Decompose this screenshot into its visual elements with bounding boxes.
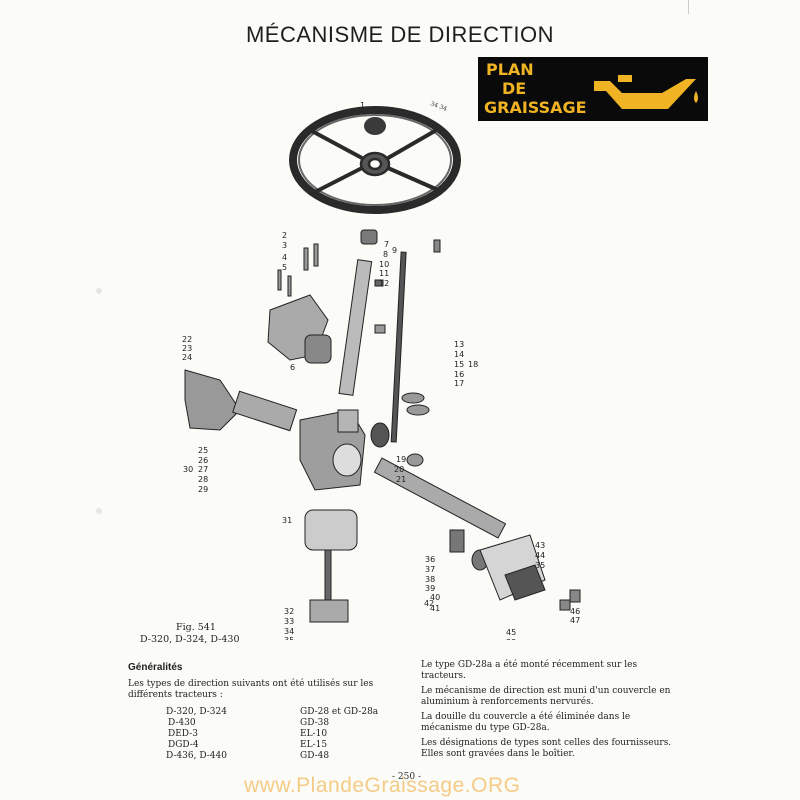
- left-column: Généralités Les types de direction suiva…: [128, 662, 418, 762]
- type-cell: EL-15: [300, 740, 328, 750]
- tractor-cell: D-436, D-440: [166, 751, 227, 761]
- callout-label: 13: [454, 340, 464, 349]
- figure-models: D-320, D-324, D-430: [140, 634, 240, 645]
- binder-hole: [96, 508, 102, 514]
- callout-label: 43: [535, 541, 545, 550]
- callout-label: 31: [282, 516, 292, 525]
- tractor-cell: DED-3: [168, 729, 198, 739]
- table-row: DED-3 EL-10: [128, 729, 418, 740]
- callout-label: 44: [535, 551, 545, 560]
- callout-label: 32: [284, 607, 294, 616]
- type-cell: GD-28 et GD-28a: [300, 707, 379, 717]
- paragraph: La douille du couvercle a été éliminée d…: [421, 712, 631, 733]
- housing-and-arm: [184, 369, 366, 623]
- callout-label: 21: [396, 475, 406, 484]
- callout-label: 37: [425, 565, 435, 574]
- steering-wheel: [289, 106, 461, 214]
- callout-label: 40: [430, 593, 440, 602]
- paragraph: Le type GD-28a a été monté récemment sur…: [421, 660, 638, 681]
- callout-label: 35: [284, 636, 294, 640]
- callout-label: 20: [394, 465, 404, 474]
- callout-label: 26: [198, 456, 208, 465]
- callout-label: 7: [384, 240, 389, 249]
- type-table: D-320, D-324 GD-28 et GD-28a D-430 GD-38…: [128, 707, 418, 762]
- binder-hole: [96, 288, 102, 294]
- callout-label: 47: [570, 616, 580, 625]
- callout-label: 22: [182, 335, 192, 344]
- callout-label: 3: [282, 241, 287, 250]
- callout-label: 38: [425, 575, 435, 584]
- tractor-cell: D-430: [168, 718, 196, 728]
- callout-label: 29: [198, 485, 208, 494]
- figure-caption: Fig. 541 D-320, D-324, D-430: [140, 622, 240, 646]
- page-number: - 250 -: [392, 772, 421, 782]
- table-row: D-436, D-440 GD-48: [128, 751, 418, 762]
- paragraph: Les désignations de types sont celles de…: [421, 738, 672, 759]
- callout-label: 8: [383, 250, 388, 259]
- column-assembly: [338, 229, 441, 467]
- exploded-steering-diagram: 34 34: [182, 100, 581, 640]
- table-row: D-320, D-324 GD-28 et GD-28a: [128, 707, 418, 718]
- page-title: MÉCANISME DE DIRECTION: [245, 22, 555, 47]
- callout-label: 23: [182, 344, 192, 353]
- callout-label: 25: [198, 446, 208, 455]
- oil-can-icon: [594, 75, 698, 109]
- callout-label: 46: [570, 607, 580, 616]
- callout-label: 10: [379, 260, 389, 269]
- callout-label: 27: [198, 465, 208, 474]
- callout-label: 11: [379, 269, 389, 278]
- tractor-cell: DGD-4: [168, 740, 199, 750]
- worm-shaft-and-cover: [373, 457, 581, 611]
- table-row: DGD-4 EL-15: [128, 740, 418, 751]
- site-watermark[interactable]: www.PlandeGraissage.ORG: [244, 774, 521, 797]
- wheel-marking: 34 34: [429, 100, 448, 113]
- right-column: Le type GD-28a a été monté récemment sur…: [421, 660, 683, 764]
- callout-label: 2: [282, 231, 287, 240]
- plan-de-graissage-badge[interactable]: PLAN DE GRAISSAGE: [478, 57, 708, 121]
- callout-label: 35: [535, 561, 545, 570]
- callout-label: 33: [284, 617, 294, 626]
- badge-line-3: GRAISSAGE: [484, 98, 587, 117]
- callout-label: 9: [392, 246, 397, 255]
- callout-label: 28: [198, 475, 208, 484]
- callout-label: 34: [284, 627, 294, 636]
- horn-button: [364, 117, 386, 135]
- badge-line-1: PLAN: [486, 60, 534, 79]
- callout-label: 15: [454, 360, 464, 369]
- callout-label: 14: [454, 350, 464, 359]
- badge-line-2: DE: [502, 79, 527, 98]
- callout-label: 41: [430, 604, 440, 613]
- callout-label: 6: [290, 363, 295, 372]
- callout-label: 1: [360, 101, 365, 110]
- tractor-cell: D-320, D-324: [166, 707, 227, 717]
- callout-label: 42: [424, 599, 434, 608]
- callout-label: 33: [506, 638, 516, 640]
- intro-paragraph: Les types de direction suivants ont été …: [128, 679, 374, 700]
- page-edge-mark: [688, 0, 689, 14]
- callout-label: 30: [183, 465, 193, 474]
- table-row: D-430 GD-38: [128, 718, 418, 729]
- callout-label: 4: [282, 253, 287, 262]
- type-cell: GD-48: [300, 751, 330, 761]
- figure-number: Fig. 541: [176, 622, 216, 633]
- badge-text: PLAN DE GRAISSAGE: [484, 60, 587, 117]
- callout-label: 17: [454, 379, 464, 388]
- type-cell: GD-38: [300, 718, 330, 728]
- type-cell: EL-10: [300, 729, 328, 739]
- callout-label: 5: [282, 263, 287, 272]
- callout-label: 16: [454, 370, 464, 379]
- paragraph: Le mécanisme de direction est muni d'un …: [421, 686, 671, 707]
- callout-label: 24: [182, 353, 192, 362]
- callout-label: 45: [506, 628, 516, 637]
- callout-label: 36: [425, 555, 435, 564]
- bracket-and-bolts: [267, 243, 332, 364]
- callout-label: 19: [396, 455, 406, 464]
- callout-labels: 1 2 3 4 5 6 7 8 9 10 11 12 13 14 15 16 1…: [182, 101, 580, 640]
- section-heading: Généralités: [128, 662, 183, 673]
- callout-label: 18: [468, 360, 478, 369]
- callout-label: 39: [425, 584, 435, 593]
- callout-label: 12: [379, 279, 389, 288]
